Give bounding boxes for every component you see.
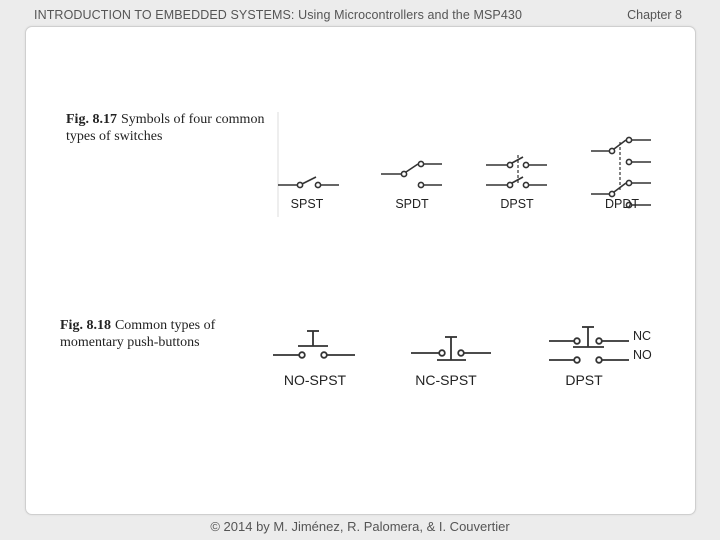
fig-8-18-pushbutton-symbols <box>273 326 629 364</box>
copyright-footer: © 2014 by M. Jiménez, R. Palomera, & I. … <box>210 519 510 534</box>
book-title: INTRODUCTION TO EMBEDDED SYSTEMS: Using … <box>34 8 523 22</box>
fig-8-17-text: Symbols of four common types of switches <box>66 112 265 144</box>
dpst-label: DPST <box>500 197 534 211</box>
no-label: NO <box>633 348 652 362</box>
fig-8-17-switch-symbols <box>277 112 651 217</box>
dpdt-switch-symbol <box>591 136 651 209</box>
nc-spst-pushbutton-symbol <box>411 336 491 361</box>
dpdt-label: DPDT <box>604 197 640 211</box>
spst-label: SPST <box>290 197 324 211</box>
dpst-pushbutton-label: DPST <box>565 372 603 388</box>
dpst-pushbutton-symbol <box>549 326 629 364</box>
spst-switch-symbol <box>278 176 339 189</box>
spdt-label: SPDT <box>395 197 429 211</box>
fig-8-18-number: Fig. 8.18 <box>60 318 111 333</box>
fig-8-18-text: Common types of momentary push-buttons <box>60 318 216 350</box>
no-spst-pushbutton-symbol <box>273 330 355 359</box>
nc-spst-label: NC-SPST <box>415 372 477 388</box>
fig-8-17-number: Fig. 8.17 <box>66 112 117 127</box>
chapter-label: Chapter 8 <box>627 8 682 22</box>
spdt-switch-symbol <box>381 160 442 189</box>
dpst-switch-symbol <box>486 155 547 189</box>
nc-label: NC <box>633 329 652 343</box>
no-spst-label: NO-SPST <box>283 372 347 388</box>
